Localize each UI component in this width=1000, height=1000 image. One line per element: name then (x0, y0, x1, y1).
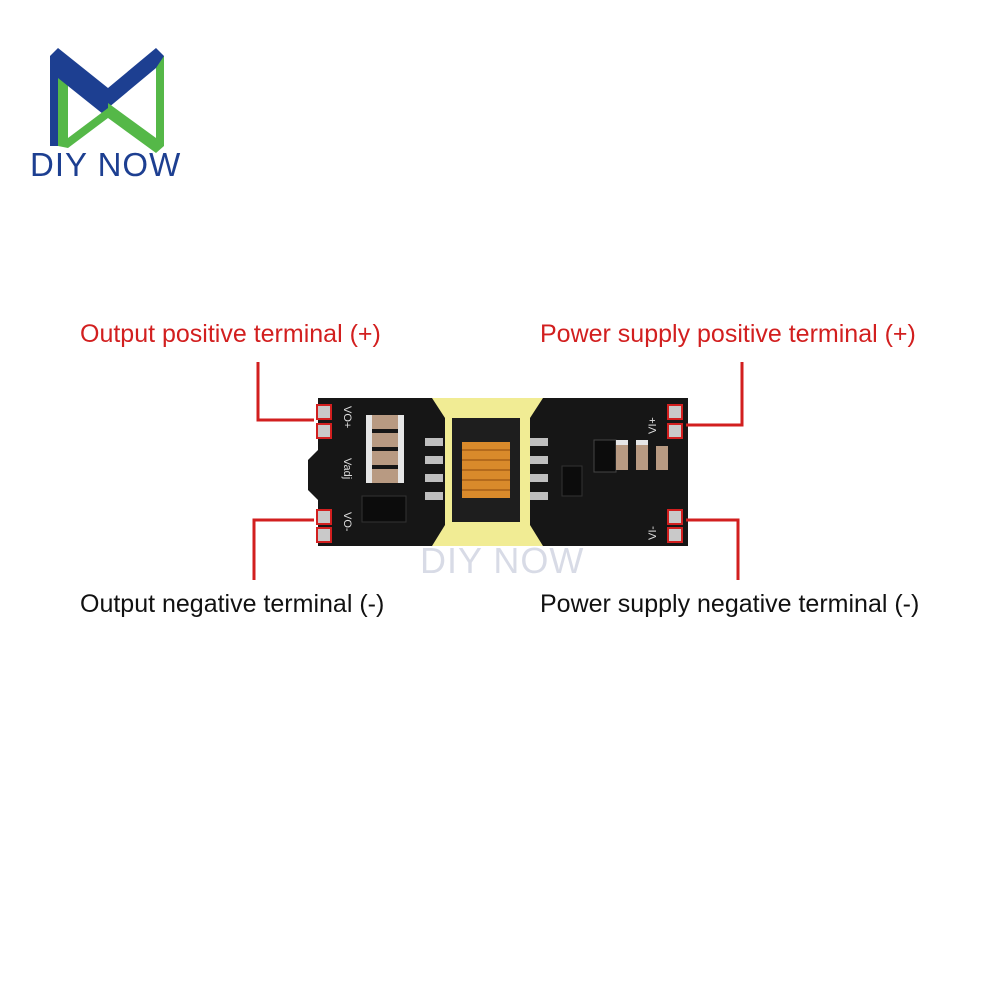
pad-vo-plus-2 (316, 423, 332, 439)
pad-vo-minus-1 (316, 509, 332, 525)
label-output-negative: Output negative terminal (-) (80, 590, 385, 618)
callout-line-output-negative (252, 518, 314, 580)
right-capacitors (616, 440, 668, 470)
silk-vi-minus: VI- (647, 526, 659, 540)
pad-vo-plus-1 (316, 404, 332, 420)
silk-vi-plus: VI+ (647, 417, 659, 434)
pad-vo-minus-2 (316, 527, 332, 543)
pad-vi-minus-1 (667, 509, 683, 525)
label-output-positive: Output positive terminal (+) (80, 320, 381, 348)
label-power-negative: Power supply negative terminal (-) (540, 590, 920, 618)
brand-logo-icon (50, 48, 164, 153)
pad-vi-plus-1 (667, 404, 683, 420)
callout-line-power-positive (686, 362, 744, 427)
transformer (425, 418, 548, 522)
callout-line-output-positive (256, 362, 314, 422)
left-capacitors (366, 415, 404, 483)
callout-line-power-negative (686, 518, 740, 580)
right-mosfet (593, 439, 617, 473)
pad-vi-minus-2 (667, 527, 683, 543)
silk-vadj: Vadj (341, 458, 353, 479)
right-ic (561, 465, 583, 497)
brand-name: DIY NOW (30, 146, 182, 183)
silk-vo-minus: VO- (341, 512, 353, 532)
silk-vo-plus: VO+ (341, 406, 353, 428)
pad-vi-plus-2 (667, 423, 683, 439)
left-ic (361, 495, 407, 523)
label-power-positive: Power supply positive terminal (+) (540, 320, 916, 348)
watermark: DIY NOW (420, 540, 585, 581)
